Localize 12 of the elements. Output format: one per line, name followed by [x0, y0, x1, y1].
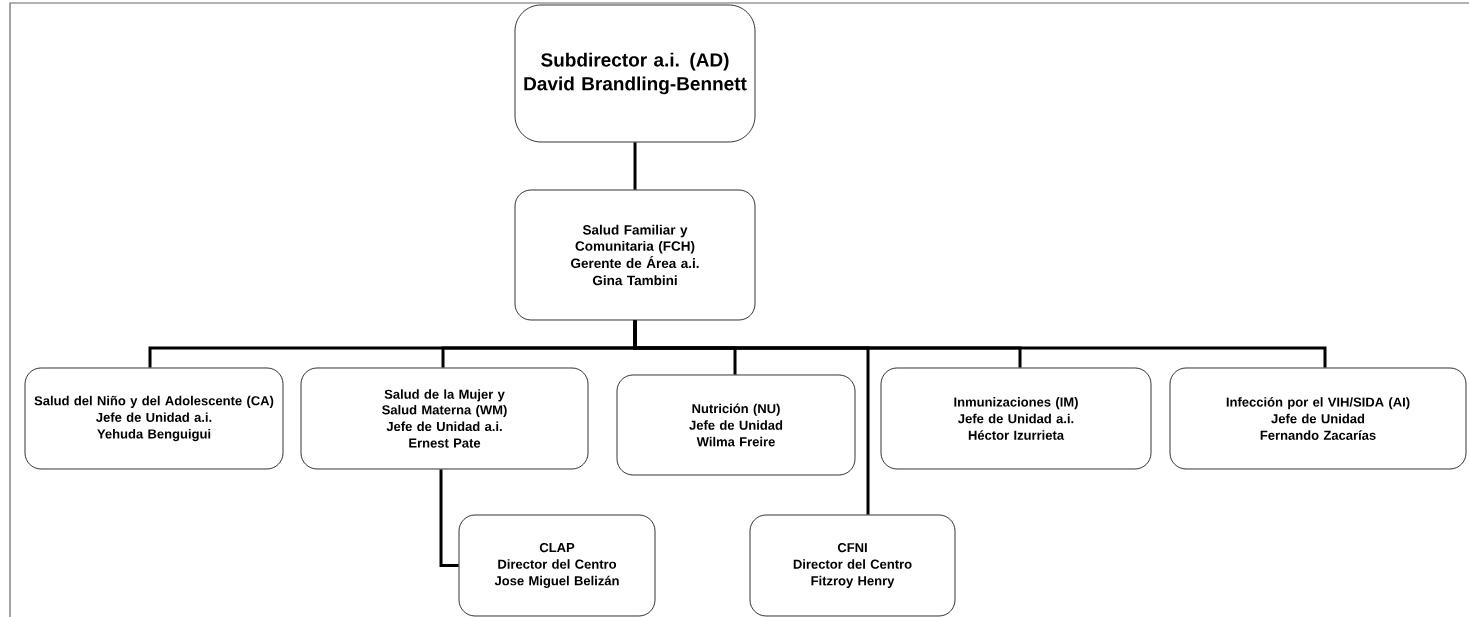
org-box: Subdirector a.i. (AD) David Brandling-Bennett — [514, 4, 756, 143]
org-box: Nutrición (NU) Jefe de Unidad Wilma Freire — [616, 374, 856, 476]
org-box: Salud Familiar y Comunitaria (FCH) Gerente de Área a.i. Gina Tambini — [514, 189, 756, 321]
org-box: CFNI Director del Centro Fitzroy Henry — [749, 514, 956, 617]
connector-line — [633, 320, 870, 515]
org-box: CLAP Director del Centro Jose Miguel Belizán — [458, 514, 656, 617]
org-box: Salud de la Mujer y Salud Materna (WM) Jefe de Unidad a.i. Ernest Pate — [300, 367, 589, 470]
connector-line — [633, 142, 637, 190]
org-box: Inmunizaciones (IM) Jefe de Unidad a.i. Héctor Izurrieta — [880, 367, 1152, 470]
org-box: Salud del Niño y del Adolescente (CA) Jefe de Unidad a.i. Yehuda Benguigui — [24, 367, 284, 470]
org-box: Infección por el VIH/SIDA (AI) Jefe de Unidad Fernando Zacarías — [1169, 367, 1467, 470]
connector-line — [439, 469, 459, 567]
